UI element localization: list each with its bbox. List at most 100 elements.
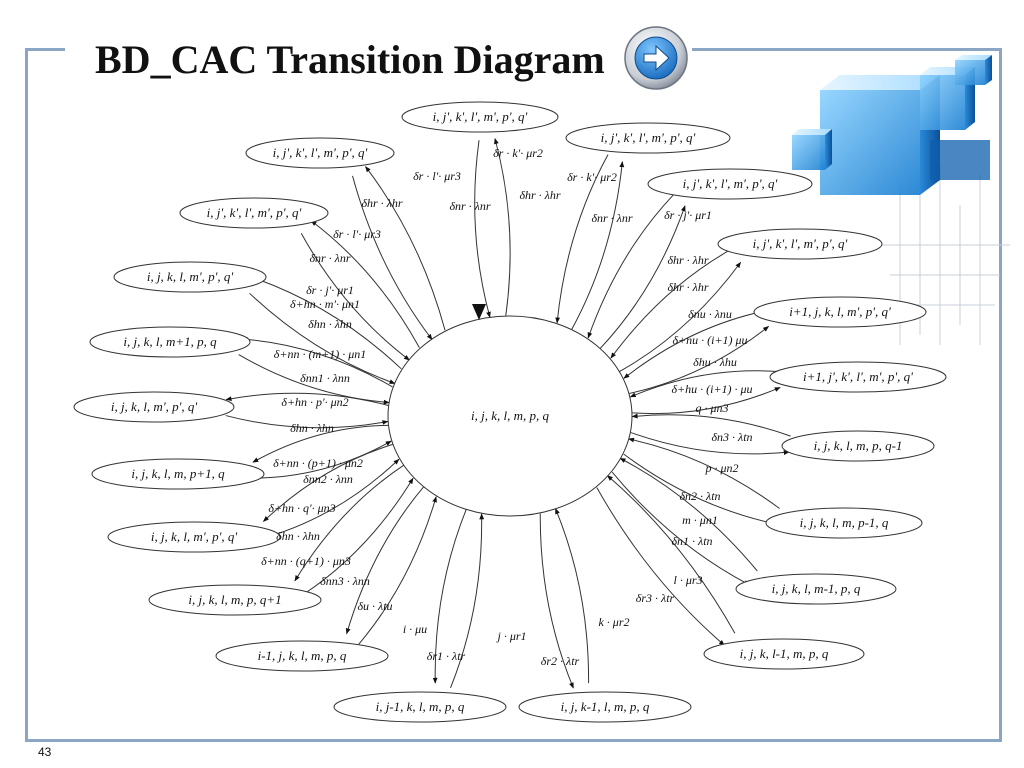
state-node: i+1, j, k, l, m', p', q' [753, 296, 927, 328]
state-label: i, j, k, l, m, p, q+1 [188, 592, 281, 607]
center-state: i, j, k, l, m, p, q [387, 315, 633, 517]
transition-arc [252, 424, 389, 463]
state-node: i, j', k', l', m', p', q' [401, 101, 559, 133]
transition-arc [249, 292, 396, 384]
transition-arc [555, 154, 609, 324]
frame-right [999, 48, 1002, 742]
transition-arc [628, 437, 780, 509]
rate-label: l · μr3 [673, 573, 702, 587]
rate-label: δhr · λhr [361, 196, 402, 210]
transition-arc [225, 392, 389, 406]
rate-label: δ+hn · p'· μn2 [281, 395, 348, 409]
rate-label: j · μr1 [495, 629, 526, 643]
transition-arc [300, 233, 410, 361]
state-node: i, j, k, l, m+1, p, q [89, 326, 251, 358]
state-node: i, j, k, l, m, p, q-1 [781, 430, 935, 462]
rate-label: δhn · λhn [276, 529, 320, 543]
transition-arc [294, 464, 405, 582]
state-label: i, j', k', l', m', p', q' [683, 176, 778, 191]
state-label: i, j', k', l', m', p', q' [433, 109, 528, 124]
state-label: i, j', k', l', m', p', q' [601, 130, 696, 145]
rate-label: δhr · λhr [667, 253, 708, 267]
state-node: i, j', k', l', m', p', q' [179, 197, 329, 229]
transition-arc [628, 326, 770, 395]
frame-top-right [692, 48, 1002, 51]
frame-top-left [25, 48, 65, 51]
rate-label: δ+nn · (q+1) · μn3 [261, 554, 351, 568]
next-slide-button[interactable] [620, 25, 692, 91]
rate-label: δnn1 · λnn [300, 371, 350, 385]
transition-arc [570, 161, 625, 331]
transition-arc [619, 457, 758, 572]
transition-arc [255, 278, 402, 370]
transition-arc [630, 432, 790, 455]
rate-label: δr · l'· μr3 [333, 227, 381, 241]
rate-label: δn1 · λtn [671, 534, 712, 548]
transition-arc [450, 513, 485, 689]
transition-arc [241, 337, 393, 388]
state-node: i, j', k', l', m', p', q' [565, 122, 731, 154]
transition-arc [352, 175, 433, 341]
rate-label: δn3 · λtn [711, 430, 752, 444]
transition-arc [599, 205, 686, 350]
arrowhead-marker [472, 304, 486, 320]
transition-arc [345, 486, 425, 635]
center-state-label: i, j, k, l, m, p, q [471, 408, 549, 423]
rate-label: δnu · λnu [688, 307, 732, 321]
page-number: 43 [38, 745, 52, 759]
rate-label: δnn2 · λnn [303, 472, 353, 486]
state-node: i, j', k', l', m', p', q' [245, 137, 395, 169]
transition-arc [255, 440, 392, 479]
transition-arc [303, 477, 414, 595]
state-node: i, j, k, l, m, p, q+1 [148, 584, 322, 616]
rate-label: q · μn3 [695, 401, 728, 415]
state-label: i, j, k, l, m, p+1, q [131, 466, 225, 481]
rate-label: δr · j'· μr1 [306, 283, 354, 297]
state-label: i, j, k, l, m+1, p, q [123, 334, 217, 349]
state-label: i, j, k-1, l, m, p, q [561, 699, 650, 714]
rate-label: δr · j'· μr1 [664, 208, 712, 222]
state-label: i, j, k, l, m', p', q' [111, 399, 198, 414]
rate-label: δ+hn · m'· μn1 [290, 297, 360, 311]
state-label: i, j, k, l, m, p-1, q [800, 515, 889, 530]
transition-arc [358, 496, 437, 645]
transition-arc [610, 248, 733, 359]
state-node: i, j, k, l, m', p', q' [73, 391, 235, 423]
rate-label: δ+nn · (p+1) · μn2 [273, 456, 363, 470]
state-node: i, j, k-1, l, m, p, q [518, 691, 692, 723]
state-node: i, j, k, l, m, p+1, q [91, 458, 265, 490]
state-label: i, j', k', l', m', p', q' [207, 205, 302, 220]
transition-arc [618, 261, 742, 373]
rate-label: δ+hn · q'· μn3 [268, 501, 335, 515]
rate-label: δu · λtu [357, 599, 392, 613]
rate-label: p · μn2 [704, 461, 738, 475]
rate-label: δ+nu · (i+1) μu [672, 333, 747, 347]
rate-label: k · μr2 [598, 615, 629, 629]
state-label: i, j', k', l', m', p', q' [753, 236, 848, 251]
state-label: i-1, j, k, l, m, p, q [258, 648, 347, 663]
transition-arc [262, 443, 394, 522]
state-label: i, j, k, l, m, p, q-1 [814, 438, 903, 453]
rate-label: δn2 · λtn [679, 489, 720, 503]
transition-arc [268, 458, 400, 537]
state-label: i+1, j, k, l, m', p', q' [789, 304, 891, 319]
state-label: i+1, j', k', l', m', p', q' [803, 369, 913, 384]
rate-label: δr1 · λtr [427, 649, 466, 663]
state-node: i+1, j', k', l', m', p', q' [769, 361, 947, 393]
transition-arc [606, 475, 736, 634]
frame-left [25, 48, 28, 742]
rate-label: δhr · λhr [667, 280, 708, 294]
state-node: i-1, j, k, l, m, p, q [215, 640, 389, 672]
state-node: i, j, k, l, m', p', q' [113, 261, 267, 293]
decorative-cubes-image [792, 55, 1010, 345]
state-node: i, j, k, l, m, p-1, q [765, 507, 923, 539]
rate-label: δhu · λhu [693, 355, 737, 369]
rate-label: δr · k'· μr2 [567, 170, 617, 184]
transition-arc [310, 220, 420, 348]
state-label: i, j, k, l-1, m, p, q [740, 646, 829, 661]
rate-label: δr · k'· μr2 [493, 146, 543, 160]
transition-arc [596, 487, 725, 646]
arrow-right-icon [643, 44, 670, 72]
rate-label: δ+hu · (i+1) · μu [671, 382, 752, 396]
